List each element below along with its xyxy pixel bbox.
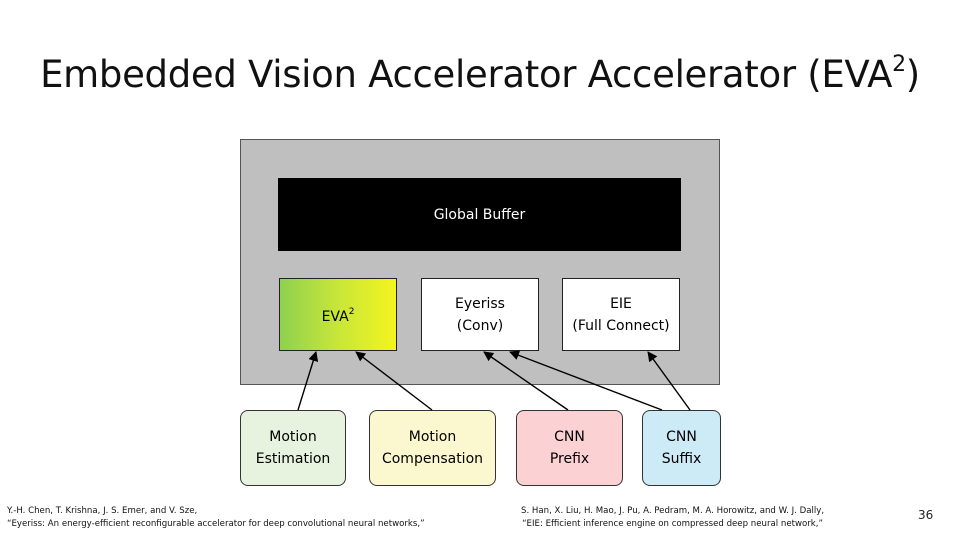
reference-eyeriss: Y.-H. Chen, T. Krishna, J. S. Emer, and … bbox=[7, 505, 425, 531]
eva2-label: EVA2 bbox=[322, 301, 355, 328]
global-buffer: Global Buffer bbox=[278, 178, 681, 251]
reference-eie-title: “EIE: Efficient inference engine on comp… bbox=[522, 519, 823, 529]
cnn-prefix-block: CNN Prefix bbox=[516, 410, 623, 486]
slide-title-end: ) bbox=[905, 53, 920, 96]
eva2-block: EVA2 bbox=[279, 278, 397, 351]
page-number: 36 bbox=[918, 508, 934, 522]
eyeriss-block: Eyeriss (Conv) bbox=[421, 278, 539, 351]
eva2-label-superscript: 2 bbox=[348, 307, 355, 317]
eva2-label-text: EVA bbox=[321, 309, 349, 325]
motion-estimation-block: Motion Estimation bbox=[240, 410, 346, 486]
eie-block: EIE (Full Connect) bbox=[562, 278, 680, 351]
reference-eyeriss-authors: Y.-H. Chen, T. Krishna, J. S. Emer, and … bbox=[7, 506, 198, 516]
cnn-suffix-block: CNN Suffix bbox=[642, 410, 721, 486]
reference-eie-authors: S. Han, X. Liu, H. Mao, J. Pu, A. Pedram… bbox=[521, 506, 825, 516]
global-buffer-label: Global Buffer bbox=[433, 206, 526, 223]
slide-title-superscript: 2 bbox=[892, 52, 906, 77]
reference-eie: S. Han, X. Liu, H. Mao, J. Pu, A. Pedram… bbox=[521, 505, 824, 531]
slide-title-text: Embedded Vision Accelerator Accelerator … bbox=[40, 53, 893, 96]
slide-title: Embedded Vision Accelerator Accelerator … bbox=[0, 52, 960, 96]
reference-eyeriss-title: “Eyeriss: An energy-efficient reconfigur… bbox=[7, 519, 425, 529]
motion-compensation-block: Motion Compensation bbox=[369, 410, 496, 486]
